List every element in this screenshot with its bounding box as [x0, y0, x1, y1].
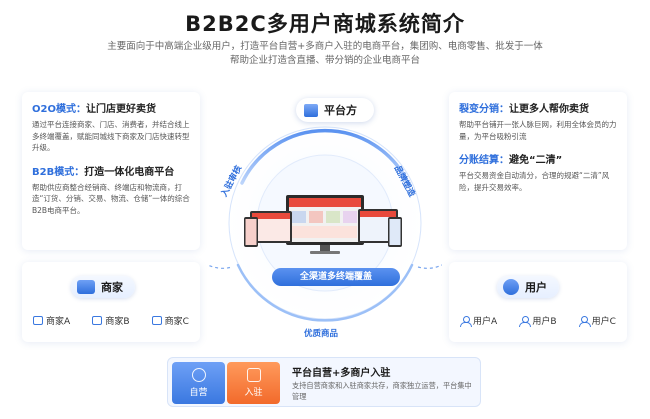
user-icon [503, 279, 519, 295]
b2b-heading: 打造一体化电商平台 [84, 166, 175, 178]
monitor-stand [320, 245, 330, 251]
o2o-keyword: O2O模式： [32, 104, 86, 115]
merchant-item[interactable]: 商家C [151, 314, 189, 327]
platform-diagram: 平台方 入驻审核 品牌塑造 优质商品 全渠道多终端覆盖 [208, 95, 442, 340]
page-title: B2B2C多用户商城系统简介 [185, 12, 465, 36]
badge-icon [191, 368, 206, 382]
bottom-feature-bar: 自营 入驻 平台自营+多商户入驻 支持自营商家和入驻商家共存，商家独立运营，平台… [167, 357, 481, 407]
store-icon [246, 368, 261, 382]
link-left [208, 264, 233, 269]
feature-card-right: 裂变分销：让更多人帮你卖货 帮助平台铺开一张人脉巨网，利用全体会员的力量，为平台… [449, 92, 627, 250]
platform-badge[interactable]: 平台方 [296, 98, 374, 122]
bottom-description: 支持自营商家和入驻商家共存，商家独立运营，平台集中管理 [292, 381, 472, 401]
b2b-keyword: B2B模式： [32, 166, 85, 178]
settle-title: 分账结算：避免“二清” [459, 151, 617, 166]
user-label: 用户 [525, 281, 547, 294]
arc-label-bottom: 优质商品 [304, 329, 339, 339]
settle-body: 平台交易资金自动清分，合理的规避“二清”风险，提升交易效率。 [459, 171, 610, 192]
coverage-pill: 全渠道多终端覆盖 [272, 268, 400, 286]
self-operated-tab[interactable]: 自营 [172, 362, 225, 404]
user-item-label: 用户C [591, 317, 616, 327]
shop-icon [33, 316, 44, 325]
fission-keyword: 裂变分销： [459, 104, 509, 115]
shop-icon [77, 280, 95, 294]
merchant-join-tab[interactable]: 入驻 [227, 362, 280, 404]
device-mockups [244, 195, 402, 254]
merchant-join-label: 入驻 [244, 388, 263, 398]
merchant-card: 商家 商家A 商家B 商家C [22, 262, 200, 342]
page-subtitle: 主要面向于中高端企业级用户，打造平台自营+多商户入驻的电商平台，集团购、电商零售… [60, 40, 590, 68]
fission-title: 裂变分销：让更多人帮你卖货 [459, 100, 617, 115]
o2o-title: O2O模式：让门店更好卖货 [32, 100, 190, 115]
merchant-item[interactable]: 商家B [92, 314, 130, 327]
merchant-label: 商家 [101, 281, 123, 294]
o2o-heading: 让门店更好卖货 [85, 104, 156, 115]
user-item[interactable]: 用户A [460, 314, 497, 327]
product-strip [292, 226, 357, 238]
building-icon [304, 103, 318, 117]
subtitle-line-1: 主要面向于中高端企业级用户，打造平台自营+多商户入驻的电商平台，集团购、电商零售… [107, 41, 543, 52]
merchant-pill: 商家 [71, 276, 135, 298]
tablet-left-banner [252, 213, 290, 219]
product-tile [309, 211, 323, 223]
shop-icon [151, 316, 162, 325]
user-icon [519, 315, 532, 327]
user-icon [460, 315, 473, 327]
user-pill: 用户 [497, 276, 559, 298]
platform-label: 平台方 [324, 104, 357, 117]
monitor-base [310, 251, 340, 254]
top-arc [240, 128, 410, 185]
product-tile [326, 211, 340, 223]
fission-body: 帮助平台铺开一张人脉巨网，利用全体会员的力量，为平台吸粉引流 [459, 120, 617, 141]
user-item-label: 用户B [532, 317, 557, 327]
bottom-arc [236, 263, 414, 322]
tablet-right-banner [360, 211, 396, 217]
user-item-label: 用户A [473, 317, 498, 327]
merchant-item-label: 商家B [105, 317, 130, 327]
user-list: 用户A 用户B 用户C [449, 314, 627, 327]
merchant-item-label: 商家A [46, 317, 71, 327]
user-item[interactable]: 用户C [578, 314, 616, 327]
fission-heading: 让更多人帮你卖货 [509, 104, 589, 115]
link-right [417, 264, 442, 269]
merchant-list: 商家A 商家B 商家C [22, 314, 200, 327]
phone-left-screen [245, 219, 257, 245]
subtitle-line-2: 帮助企业打造含直播、带分销的企业电商平台 [229, 55, 420, 66]
user-icon [578, 315, 591, 327]
product-tile [343, 211, 357, 223]
b2b-title: B2B模式：打造一体化电商平台 [32, 163, 190, 178]
merchant-item-label: 商家C [164, 317, 189, 327]
feature-card-left: O2O模式：让门店更好卖货 通过平台连接商家、门店、消费者，并结合线上多终端覆盖… [22, 92, 200, 250]
user-item[interactable]: 用户B [519, 314, 557, 327]
bottom-title: 平台自营+多商户入驻 [292, 368, 391, 379]
monitor-banner [289, 198, 361, 207]
outer-ring [228, 126, 422, 320]
settle-keyword: 分账结算： [459, 155, 509, 166]
o2o-body: 通过平台连接商家、门店、消费者，并结合线上多终端覆盖，赋能同城线下商家及门店快速… [32, 120, 190, 152]
b2b-body: 帮助供应商整合经销商、终端店和物流商，打造“订货、分销、交易、物流、仓储”一体的… [32, 182, 190, 215]
product-tile [292, 211, 306, 223]
self-operated-label: 自营 [189, 388, 208, 398]
merchant-item[interactable]: 商家A [33, 314, 70, 327]
settle-heading: 避免“二清” [509, 155, 563, 166]
user-card: 用户 用户A 用户B 用户C [449, 262, 627, 342]
phone-right-screen [389, 219, 401, 245]
shop-icon [92, 316, 103, 325]
